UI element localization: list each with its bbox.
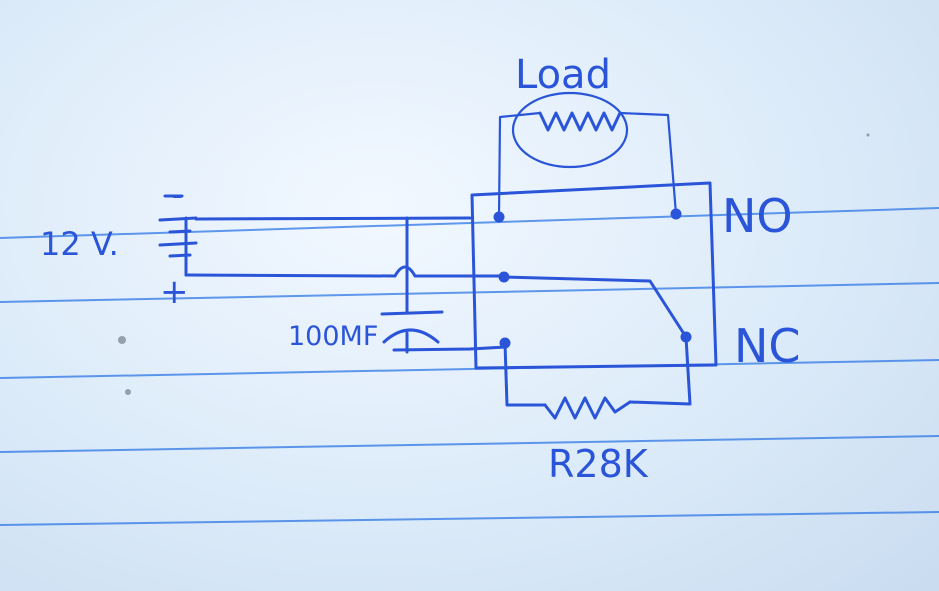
battery-symbol xyxy=(158,194,198,277)
wire-negative xyxy=(194,216,472,221)
resistor-symbol xyxy=(503,335,692,420)
relay-contacts xyxy=(493,208,692,349)
battery-minus-label: - xyxy=(172,178,183,213)
ruled-line xyxy=(0,207,939,239)
nc-contact-label: NC xyxy=(734,319,801,373)
capacitor-symbol xyxy=(380,216,508,354)
ruled-line xyxy=(0,282,939,303)
ruled-line xyxy=(0,435,939,453)
ruled-line xyxy=(0,511,939,526)
ruled-line xyxy=(0,359,939,379)
supply-voltage-label: 12 V. xyxy=(40,225,119,263)
load-symbol xyxy=(497,91,678,219)
relay-box xyxy=(470,181,718,370)
ruled-lines xyxy=(0,207,939,526)
capacitor-label: 100MF xyxy=(288,321,378,352)
load-label: Load xyxy=(515,52,611,98)
no-contact-label: NO xyxy=(722,189,793,243)
paper-speck xyxy=(118,336,126,344)
resistor-label: R28K xyxy=(548,442,649,486)
paper-speck xyxy=(125,389,131,395)
battery-plus-label: + xyxy=(160,272,189,312)
wire-positive xyxy=(184,265,508,278)
switch-arm xyxy=(502,275,688,339)
paper-speck xyxy=(866,133,870,137)
